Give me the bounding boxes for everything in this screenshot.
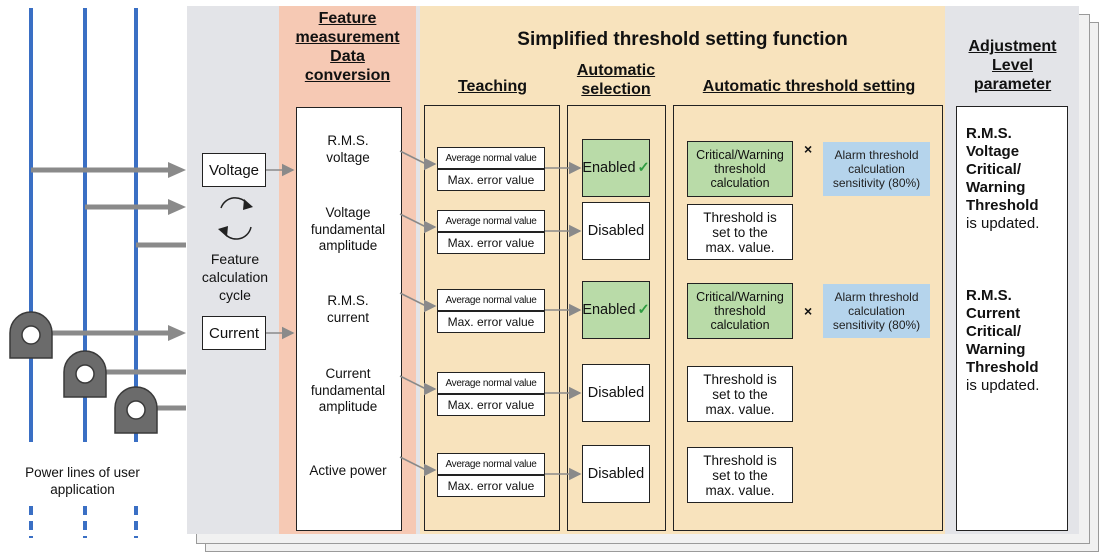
check-icon: ✓ xyxy=(637,160,650,176)
input-arrowheads xyxy=(168,162,186,341)
average-normal-value-box: Average normal value xyxy=(437,147,545,169)
feature-connector xyxy=(399,292,427,307)
selection-label: Enabled xyxy=(582,302,636,318)
disabled-selection-box: Disabled xyxy=(582,364,650,422)
feature-calculation-cycle-label: Feature calculation cycle xyxy=(201,251,269,303)
automatic-selection-header: Automatic selection xyxy=(576,62,656,98)
selection-label: Disabled xyxy=(587,385,645,401)
simplified-threshold-column xyxy=(420,6,945,534)
power-lines-label: Power lines of user application xyxy=(25,465,140,497)
simplified-header: Simplified threshold setting function xyxy=(517,29,848,50)
average-normal-value-box: Average normal value xyxy=(437,210,545,232)
feature-label: R.M.S.current xyxy=(326,293,370,325)
feature-connector xyxy=(399,213,427,228)
teaching-frame xyxy=(424,105,560,531)
enabled-selection-box: Enabled✓ xyxy=(582,139,650,197)
adjustment-result-voltage: R.M.S. Voltage Critical/ Warning Thresho… xyxy=(966,125,1040,232)
max-error-value-box: Max. error value xyxy=(437,311,545,333)
multiply-sign-1: × xyxy=(804,141,813,157)
average-normal-value-box: Average normal value xyxy=(437,453,545,475)
disabled-selection-box: Disabled xyxy=(582,202,650,260)
disabled-selection-box: Disabled xyxy=(582,445,650,503)
feature-connector xyxy=(399,456,427,471)
feature-list-box xyxy=(296,107,402,531)
enabled-selection-box: Enabled✓ xyxy=(582,281,650,339)
feature-connector xyxy=(399,150,427,165)
feature-label: Active power xyxy=(309,463,387,478)
adjustment-header: Adjustment Level parameter xyxy=(968,38,1057,93)
voltage-input-box: Voltage xyxy=(202,153,266,187)
selection-label: Disabled xyxy=(587,223,645,239)
teaching-header: Teaching xyxy=(457,78,528,95)
max-error-value-box: Max. error value xyxy=(437,475,545,497)
max-error-value-box: Max. error value xyxy=(437,232,545,254)
power-lines-dashed xyxy=(29,506,138,538)
selection-label: Enabled xyxy=(582,160,636,176)
multiply-sign-2: × xyxy=(804,303,813,319)
adjustment-result-current: R.M.S. Current Critical/ Warning Thresho… xyxy=(966,287,1040,394)
selection-frame xyxy=(567,105,666,531)
max-error-value-box: Max. error value xyxy=(437,169,545,191)
adjustment-box xyxy=(956,106,1068,531)
check-icon: ✓ xyxy=(637,302,650,318)
average-normal-value-box: Average normal value xyxy=(437,289,545,311)
automatic-threshold-header: Automatic threshold setting xyxy=(702,78,916,95)
feature-connector xyxy=(399,375,427,390)
max-error-value-box: Max. error value xyxy=(437,394,545,416)
average-normal-value-box: Average normal value xyxy=(437,372,545,394)
input-arrows xyxy=(31,167,186,411)
feature-measurement-header: Feature measurement Data conversion xyxy=(295,10,400,84)
current-input-box: Current xyxy=(202,316,266,350)
feature-label: R.M.S.voltage xyxy=(326,133,370,165)
selection-label: Disabled xyxy=(587,466,645,482)
threshold-frame xyxy=(673,105,943,531)
